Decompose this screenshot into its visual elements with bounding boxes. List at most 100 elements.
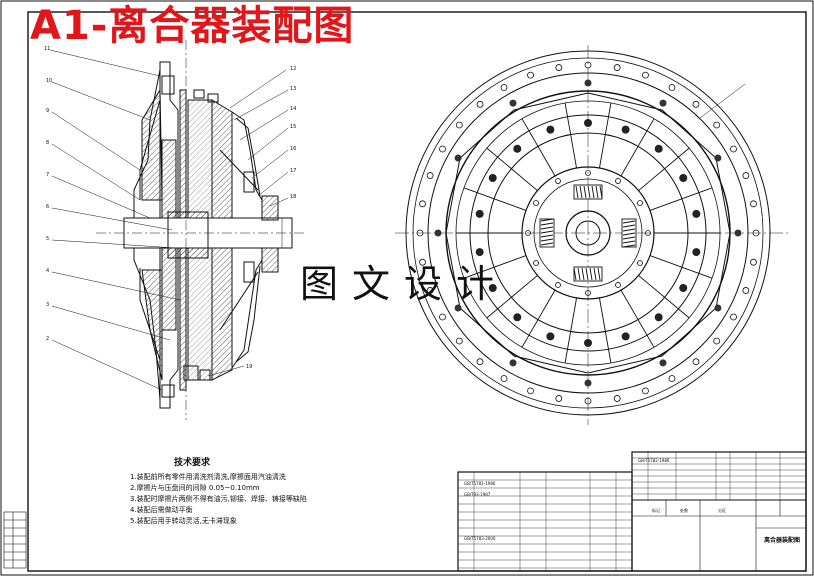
svg-text:9: 9 — [46, 108, 49, 114]
radial-slot — [564, 102, 577, 169]
radial-slot — [463, 255, 527, 279]
bolt-hole — [584, 61, 592, 69]
svg-text:12: 12 — [290, 66, 296, 72]
damper-spring — [621, 218, 637, 248]
rivet — [546, 125, 555, 134]
watermark-text: 图文设计 — [300, 262, 509, 306]
svg-text:5: 5 — [46, 236, 49, 242]
rivet — [546, 332, 555, 341]
svg-text:7: 7 — [46, 172, 49, 178]
spring-coil — [540, 230, 554, 234]
svg-text:11: 11 — [44, 46, 50, 52]
svg-text:19: 19 — [246, 364, 252, 370]
bolt-hole — [692, 358, 700, 366]
spring-coil — [589, 267, 593, 281]
bolt-hole — [439, 313, 446, 321]
bolt-hole — [713, 121, 721, 129]
bolt-hole — [613, 395, 621, 402]
spring-coil — [581, 267, 585, 281]
requirement-item-2: 2.摩擦片与压盘间的间隙 0.05~0.10mm — [130, 484, 260, 492]
svg-text:3: 3 — [46, 302, 49, 308]
svg-text:16: 16 — [290, 146, 296, 152]
radial-slot — [649, 255, 713, 279]
radial-slot — [620, 118, 655, 177]
bolt-hole — [750, 258, 757, 266]
technical-requirements: 技术要求 1.装配前所有零件用清洗剂清洗,摩擦面用汽油清洗 2.摩擦片与压盘间的… — [130, 458, 307, 527]
requirement-item-3: 3.装配时摩擦片两侧不得有油污,铆接、焊接、铸接等缺陷 — [130, 495, 307, 503]
cover-bolt — [454, 154, 462, 162]
svg-text:2: 2 — [46, 336, 49, 342]
bolt-hole — [426, 172, 434, 179]
bolt-hole — [730, 145, 737, 153]
spring-window — [621, 218, 637, 248]
title-block-grid — [458, 452, 806, 571]
bolt-hole — [455, 121, 463, 129]
hub-hole — [525, 230, 531, 236]
spring-coil — [622, 236, 636, 240]
bolt-hole — [476, 100, 484, 108]
spring-coil — [573, 267, 577, 281]
spring-coil — [583, 185, 587, 199]
bolt-hole — [500, 375, 508, 382]
spring-window — [573, 266, 603, 282]
bolt-hole — [668, 375, 676, 382]
hub-hole — [585, 290, 591, 296]
damper-spring — [573, 266, 603, 282]
spring-coil — [622, 244, 636, 248]
cover-bolt — [734, 229, 742, 237]
requirement-item-4: 4.装配后需做动平衡 — [130, 506, 193, 514]
svg-text:8: 8 — [46, 140, 49, 146]
spring-coil — [587, 185, 591, 199]
bolt-hole — [692, 100, 700, 108]
cover-bolt — [714, 304, 722, 312]
radial-slot — [649, 187, 713, 211]
svg-text:18: 18 — [290, 194, 296, 200]
title-block — [457, 451, 807, 572]
rivet — [513, 313, 522, 322]
spring-coil — [622, 240, 636, 244]
spring-coil — [585, 267, 589, 281]
bolt-hole — [426, 287, 434, 294]
svg-text:4: 4 — [46, 268, 49, 274]
svg-text:10: 10 — [46, 78, 52, 84]
requirements-heading: 技术要求 — [174, 458, 211, 468]
cover-bolt — [434, 229, 442, 237]
front-view — [395, 45, 790, 425]
std-code-2: GB/T93-1987 — [464, 492, 491, 497]
spring-window — [539, 218, 555, 248]
bolt-hole — [419, 200, 426, 208]
header-count: 处数 — [680, 507, 688, 513]
bolt-hole — [642, 71, 649, 79]
radial-slot — [599, 297, 612, 364]
requirement-item-1: 1.装配前所有零件用清洗剂清洗,摩擦面用汽油清洗 — [130, 473, 286, 481]
damper-spring — [573, 184, 603, 200]
bolt-hole — [668, 84, 676, 91]
svg-text:14: 14 — [290, 106, 296, 112]
header-zone: 分区 — [718, 507, 726, 513]
bolt-hole — [500, 84, 508, 91]
radial-slot — [638, 147, 690, 191]
radial-slot — [620, 289, 655, 348]
hub-hole — [533, 260, 539, 266]
rivet — [679, 284, 688, 292]
hub-hole — [533, 200, 539, 206]
radial-slot — [521, 118, 556, 177]
svg-text:15: 15 — [290, 124, 296, 130]
bolt-holes — [416, 61, 760, 405]
spring-coil — [540, 238, 554, 242]
radial-slot — [521, 289, 556, 348]
damper-springs — [539, 184, 637, 282]
radial-slot — [599, 102, 612, 169]
hub-hole — [645, 230, 651, 236]
svg-text:17: 17 — [290, 168, 296, 174]
rivet — [475, 248, 484, 257]
spring-coil — [622, 224, 636, 228]
rivet — [584, 119, 592, 127]
cover-bolt — [454, 304, 462, 312]
radial-slots — [456, 102, 720, 364]
inner-border — [27, 11, 807, 572]
spring-coil — [595, 185, 599, 199]
title-block-text: GB/T5781-1986 GB/T93-1987 GB/T5782-1986 … — [464, 458, 800, 544]
